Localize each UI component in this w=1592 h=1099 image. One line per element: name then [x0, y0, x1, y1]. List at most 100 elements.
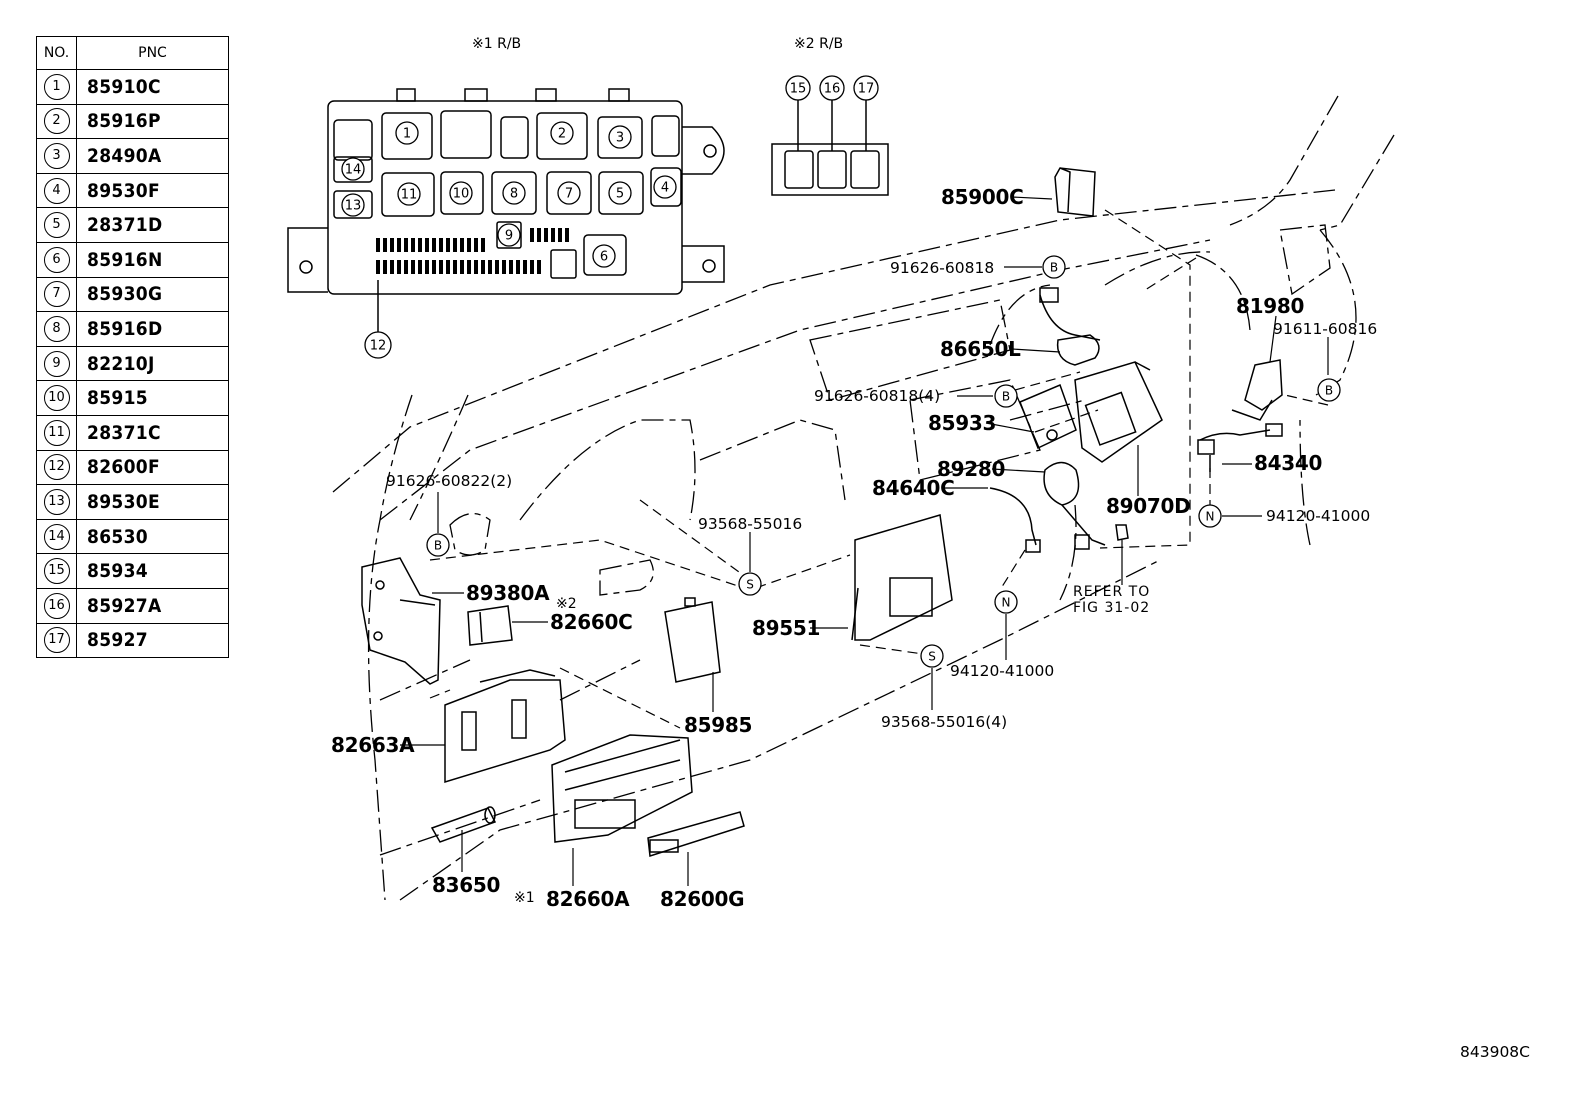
- svg-text:17: 17: [858, 82, 875, 97]
- callout-89070D: 89070D: [1106, 494, 1191, 518]
- row-number: 3: [43, 142, 70, 169]
- callout-84640C: 84640C: [872, 476, 955, 500]
- relay-block-1: [287, 88, 725, 333]
- part-85985: [664, 597, 721, 683]
- table-header-no: NO.: [36, 36, 77, 70]
- row-pnc: 82210J: [76, 345, 229, 382]
- row-pnc: 85915: [76, 380, 229, 416]
- fastener-b-marker: B: [426, 533, 450, 557]
- part-89380A: [361, 557, 441, 685]
- callout-93568-55016-4: 93568-55016(4): [881, 713, 1008, 731]
- row-pnc: 85916N: [76, 241, 229, 278]
- rb1-slot-8: 8: [502, 181, 526, 205]
- row-number-cell: 10: [36, 380, 77, 416]
- rb2-slot-16: 16: [819, 75, 845, 101]
- svg-text:N: N: [1206, 509, 1215, 523]
- callout-83650: 83650: [432, 873, 501, 897]
- svg-text:14: 14: [345, 163, 362, 178]
- fastener-b-marker: B: [1042, 255, 1066, 279]
- refer-to-text: REFER TO: [1073, 584, 1151, 600]
- row-number-cell: 15: [36, 553, 77, 589]
- row-pnc: 85927: [76, 622, 229, 659]
- part-86650L: [1039, 287, 1101, 366]
- callout-82660C: 82660C: [550, 610, 633, 634]
- row-number-cell: 7: [36, 276, 77, 313]
- row-number: 17: [43, 627, 70, 654]
- row-number-cell: 13: [36, 484, 77, 520]
- svg-text:15: 15: [790, 82, 807, 97]
- rb1-slot-12: 12: [364, 331, 392, 359]
- row-number: 12: [43, 454, 70, 481]
- fastener-s-marker: S: [738, 572, 762, 596]
- row-pnc: 85910C: [76, 69, 229, 105]
- note-mark-2: ※2: [556, 596, 577, 612]
- fig-reference-text: FIG 31-02: [1073, 600, 1151, 616]
- dashboard-outline: [332, 95, 1395, 901]
- row-number: 14: [43, 523, 70, 550]
- fastener-s-marker: S: [920, 644, 944, 668]
- row-number-cell: 4: [36, 172, 77, 209]
- row-number-cell: 14: [36, 518, 77, 555]
- rb1-slot-14: 14: [341, 157, 365, 181]
- row-pnc: 85916P: [76, 103, 229, 140]
- callout-86650L: 86650L: [940, 337, 1021, 361]
- row-number-cell: 5: [36, 207, 77, 243]
- rb2-slot-17: 17: [853, 75, 879, 101]
- callout-94120-41000: 94120-41000: [950, 662, 1055, 680]
- svg-text:13: 13: [345, 199, 362, 214]
- rb1-slot-4: 4: [653, 175, 677, 199]
- svg-text:16: 16: [824, 82, 841, 97]
- note-mark-1: ※1: [514, 890, 535, 906]
- row-number: 1: [43, 73, 70, 100]
- callout-84340: 84340: [1254, 451, 1323, 475]
- row-pnc: 85934: [76, 553, 229, 589]
- fastener-n-marker: N: [994, 590, 1018, 614]
- part-89551: [851, 514, 953, 641]
- svg-text:7: 7: [565, 187, 573, 202]
- row-number-cell: 16: [36, 587, 77, 624]
- row-pnc: 85930G: [76, 276, 229, 313]
- callout-81980: 81980: [1236, 294, 1305, 318]
- callout-89551: 89551: [752, 616, 821, 640]
- svg-text:S: S: [746, 577, 754, 591]
- row-pnc: 85916D: [76, 311, 229, 347]
- part-82663A: [444, 669, 566, 784]
- row-pnc: 86530: [76, 518, 229, 555]
- svg-text:S: S: [928, 649, 936, 663]
- solid-leaders: [400, 196, 1329, 886]
- part-81980: [1231, 359, 1283, 421]
- part-refer-clip: [1115, 524, 1129, 541]
- callout-91626-60818-4: 91626-60818(4): [814, 387, 941, 405]
- relay-block-2: [771, 100, 889, 196]
- callout-82663A: 82663A: [331, 733, 415, 757]
- row-number-cell: 17: [36, 622, 77, 659]
- svg-text:5: 5: [616, 187, 624, 202]
- rb1-slot-9: 9: [497, 223, 521, 247]
- row-number: 2: [43, 108, 70, 135]
- rb1-slot-5: 5: [608, 181, 632, 205]
- row-pnc: 28371D: [76, 207, 229, 243]
- row-number-cell: 1: [36, 69, 77, 105]
- fastener-b-marker: B: [1317, 378, 1341, 402]
- row-number-cell: 12: [36, 449, 77, 486]
- callout-91626-60822-2: 91626-60822(2): [386, 472, 513, 490]
- callout-91626-60818: 91626-60818: [890, 259, 995, 277]
- row-pnc: 28371C: [76, 414, 229, 451]
- callout-89380A: 89380A: [466, 581, 550, 605]
- row-number: 4: [43, 177, 70, 204]
- relay-block-1-title: ※1 R/B: [472, 36, 522, 52]
- row-number: 6: [43, 246, 70, 273]
- relay-block-2-title: ※2 R/B: [794, 36, 844, 52]
- rb1-slot-10: 10: [449, 181, 473, 205]
- row-pnc: 82600F: [76, 449, 229, 486]
- part-84340: [1197, 423, 1283, 472]
- row-number: 11: [43, 419, 70, 446]
- svg-text:B: B: [434, 538, 442, 552]
